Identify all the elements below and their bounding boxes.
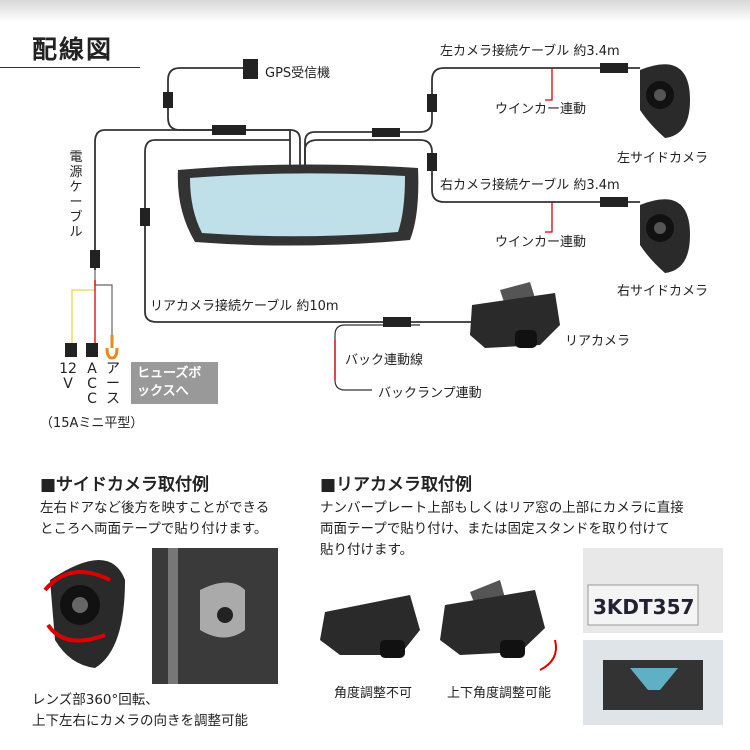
connector	[427, 94, 437, 112]
desc-line: 左右ドアなど後方を映すことができる	[40, 500, 270, 516]
side-section-heading: ■サイドカメラ取付例	[40, 475, 210, 495]
power-wire	[94, 129, 301, 270]
right-winker-label: ウインカー連動	[495, 235, 587, 250]
fixed-caption: 角度調整不可	[334, 686, 413, 701]
side-section-desc: 左右ドアなど後方を映すことができるところへ両面テープで貼り付けます。	[40, 498, 269, 540]
adjustable-camera-photo	[440, 580, 545, 658]
connector	[600, 63, 628, 73]
right-camera-label: 右サイドカメラ	[617, 284, 709, 299]
connector	[212, 125, 246, 135]
page-title: 配線図	[32, 35, 114, 64]
title-underline	[0, 67, 140, 68]
back-lamp-label: バックランプ連動	[378, 386, 482, 401]
desc-line: 貼り付けます。	[320, 542, 414, 558]
fuse-box-label: ヒューズボックスへ	[131, 362, 218, 404]
connector	[427, 153, 437, 171]
license-plate-text: 3KDT357	[593, 595, 695, 619]
back-line-label: バック連動線	[345, 353, 424, 368]
rear-cable-label: リアカメラ接続ケーブル 約10m	[150, 299, 339, 314]
acc-label: ACC	[87, 361, 97, 407]
gps-receiver-icon	[243, 59, 258, 79]
earth-label: アース	[106, 361, 120, 407]
mirror-monitor	[177, 164, 419, 246]
connector	[372, 128, 400, 137]
caption-line: レンズ部360°回転、	[32, 692, 159, 708]
top-gradient	[0, 0, 750, 22]
connector	[140, 208, 150, 226]
connector	[163, 92, 173, 108]
fuse-type-label: （15Aミニ平型）	[40, 416, 144, 431]
left-side-camera-icon	[640, 64, 690, 138]
right-winker-line	[545, 202, 553, 233]
desc-line: ナンバープレート上部もしくはリア窓の上部にカメラに直接	[320, 500, 684, 516]
right-side-camera-icon	[640, 199, 690, 273]
rear-camera-icon	[470, 282, 560, 348]
connector	[383, 317, 411, 327]
12v-label: 12V	[59, 361, 77, 392]
desc-line: 両面テープで貼り付け、または固定スタンドを取り付けて	[320, 521, 670, 537]
rear-section-heading: ■リアカメラ取付例	[320, 475, 473, 495]
right-cam-wire	[304, 139, 640, 203]
rear-section-desc: ナンバープレート上部もしくはリア窓の上部にカメラに直接両面テープで貼り付け、また…	[320, 498, 684, 561]
rotation-arrow-icon	[43, 570, 111, 643]
caption-line: 上下左右にカメラの向きを調整可能	[32, 713, 248, 729]
connector	[90, 250, 100, 268]
adjustable-caption: 上下角度調整可能	[447, 686, 552, 701]
12v-terminal-icon	[65, 343, 77, 357]
rear-camera-label: リアカメラ	[565, 334, 631, 349]
earth-terminal-icon	[105, 335, 119, 360]
left-winker-line	[545, 68, 553, 101]
connector	[600, 197, 628, 207]
earth-wire	[94, 270, 113, 335]
acc-terminal-icon	[86, 343, 98, 357]
left-cable-label: 左カメラ接続ケーブル 約3.4m	[440, 44, 620, 59]
desc-line: ところへ両面テープで貼り付けます。	[40, 521, 268, 537]
tilt-arrow-icon	[539, 639, 557, 671]
left-camera-label: 左サイドカメラ	[617, 151, 709, 166]
fixed-camera-photo	[320, 595, 420, 658]
gps-label: GPS受信機	[265, 66, 331, 81]
power-cable-label: 電源ケーブル	[69, 150, 83, 240]
rear-cam-wire	[144, 139, 480, 323]
side-caption: レンズ部360°回転、上下左右にカメラの向きを調整可能	[32, 690, 248, 732]
right-cable-label: 右カメラ接続ケーブル 約3.4m	[440, 178, 620, 193]
left-winker-label: ウインカー連動	[495, 102, 587, 117]
left-cam-wire	[304, 67, 640, 165]
